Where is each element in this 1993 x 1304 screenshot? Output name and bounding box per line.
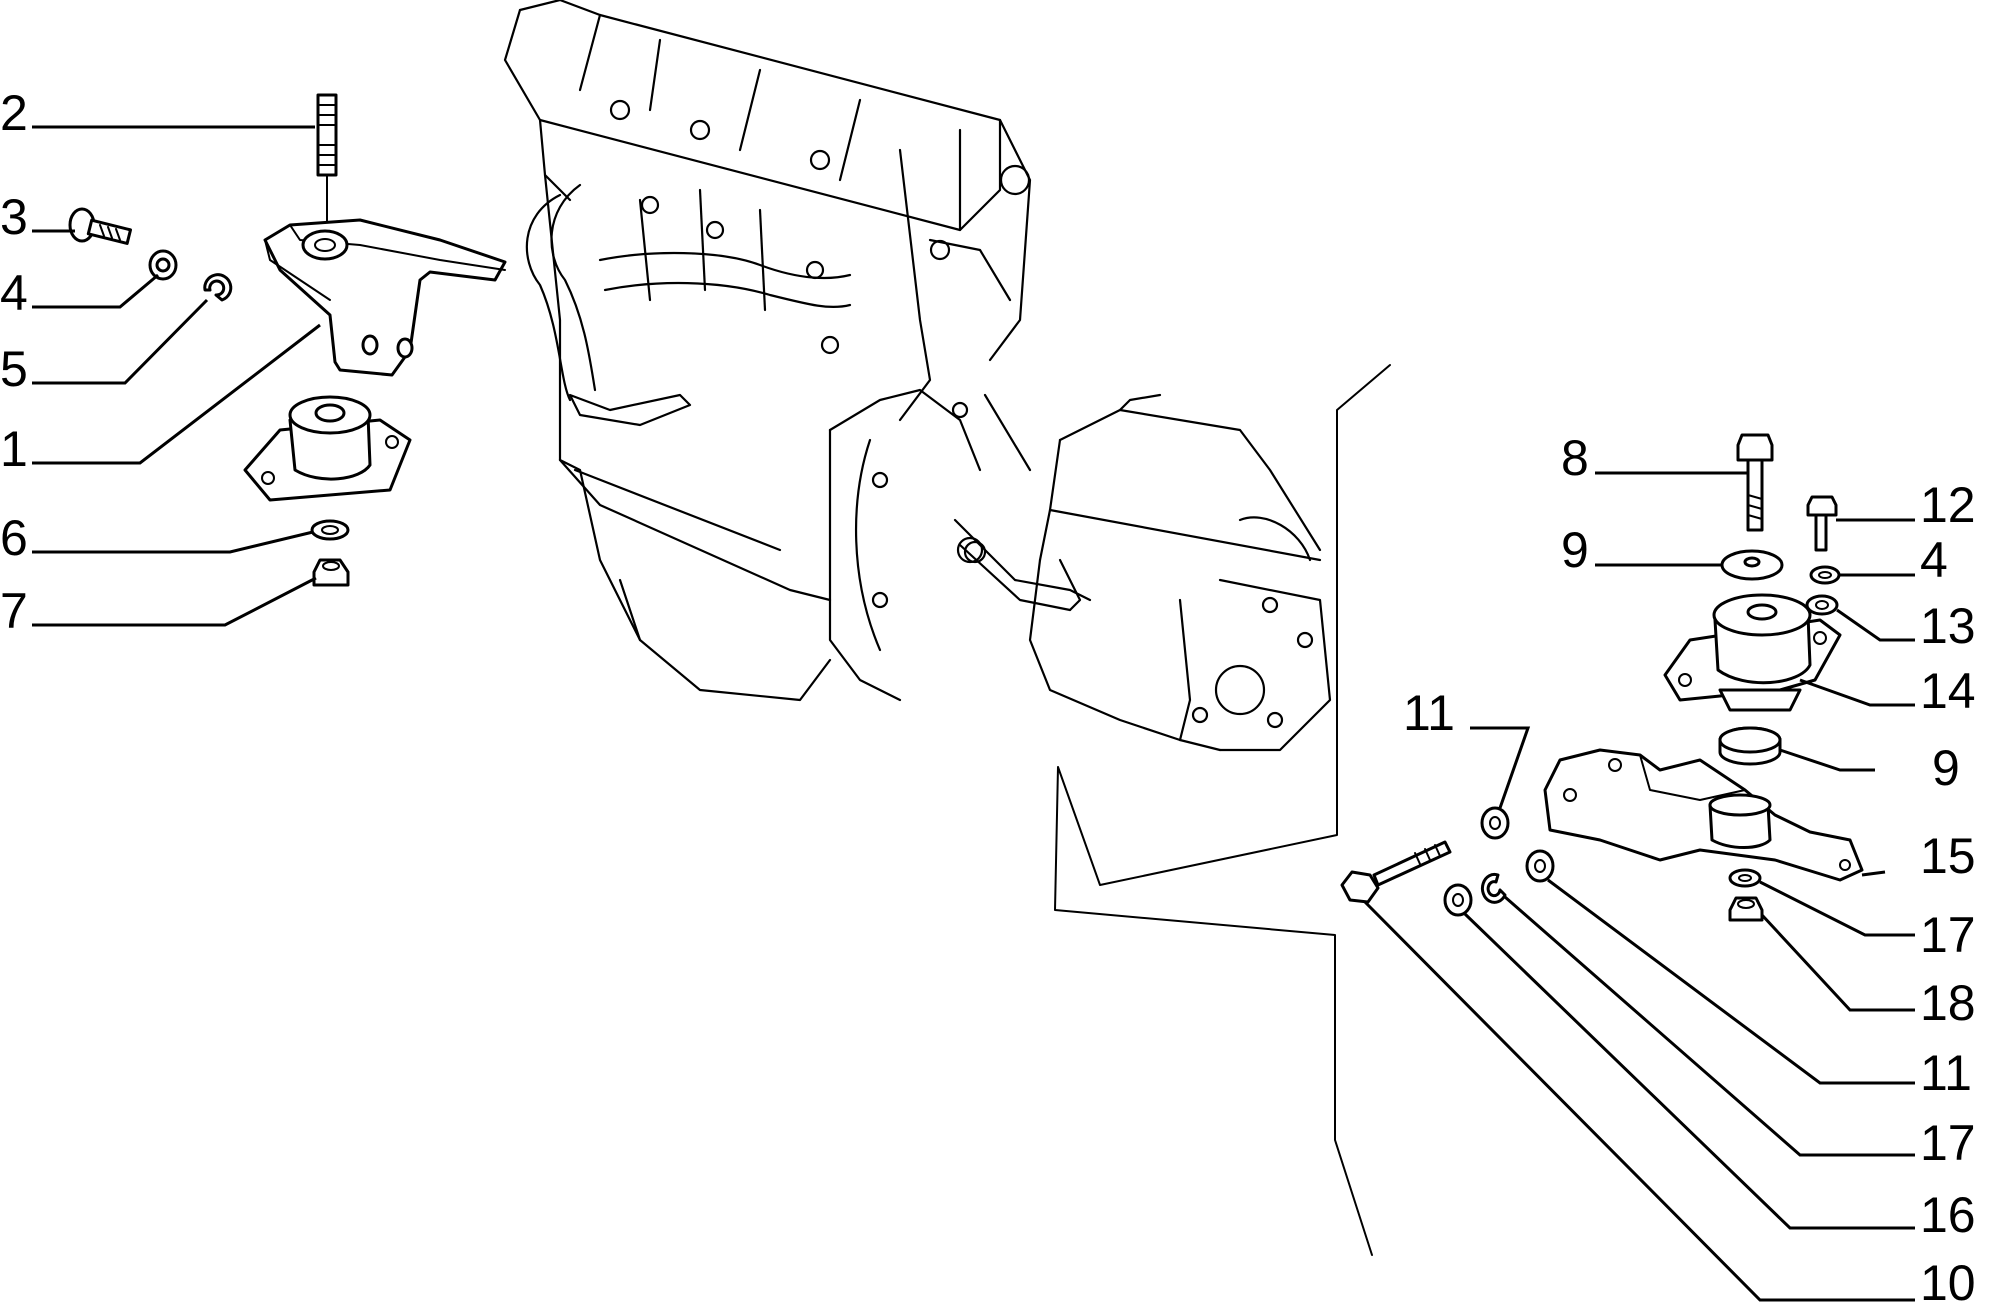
bolt-3	[68, 207, 133, 245]
callout-3: 3	[0, 189, 28, 245]
split-washer-6	[310, 519, 350, 541]
callout-8: 8	[1561, 430, 1589, 486]
stud-2	[316, 93, 338, 226]
rubber-mount-left	[243, 395, 412, 502]
split-washer-17-upper	[1728, 868, 1762, 888]
split-washer-4-right	[1809, 565, 1841, 585]
split-washer-5	[203, 273, 233, 302]
callout-18: 18	[1920, 975, 1976, 1031]
callout-labels: 2 3 4 5 1 6 7 8 9 12 4 13 14 11 9 15 17 …	[0, 85, 1976, 1304]
bracket-15	[1543, 748, 1864, 882]
bolt-8	[1736, 433, 1774, 532]
bolt-12	[1806, 495, 1838, 552]
nut-16	[1443, 883, 1473, 917]
washer-4-left	[148, 249, 178, 281]
callout-1: 1	[0, 421, 28, 477]
left-mount-parts	[68, 93, 507, 587]
callout-9-upper: 9	[1561, 522, 1589, 578]
washer-13	[1805, 594, 1839, 616]
rubber-mount-14	[1663, 593, 1842, 712]
leader-lines	[32, 125, 1915, 1302]
washer-11-upper	[1480, 806, 1510, 840]
bolt-10	[1340, 840, 1452, 904]
callout-14: 14	[1920, 663, 1976, 719]
nut-7	[312, 558, 350, 587]
callout-9-lower: 9	[1932, 740, 1960, 796]
callout-4-left: 4	[0, 265, 28, 321]
engine-gearbox-assembly	[503, 0, 1332, 752]
washer-11-lower	[1525, 849, 1555, 883]
washer-9-upper	[1720, 549, 1784, 581]
nut-18	[1728, 896, 1764, 922]
callout-4-right: 4	[1920, 532, 1948, 588]
callout-11-lower: 11	[1920, 1045, 1972, 1101]
bracket-1	[263, 218, 507, 377]
callout-7: 7	[0, 583, 28, 639]
callout-5: 5	[0, 341, 28, 397]
callout-15: 15	[1920, 828, 1976, 884]
callout-13: 13	[1920, 598, 1976, 654]
callout-10: 10	[1920, 1255, 1976, 1304]
callout-12: 12	[1920, 477, 1976, 533]
callout-17-lower: 17	[1920, 1115, 1976, 1171]
callout-6: 6	[0, 510, 28, 566]
callout-17-upper: 17	[1920, 907, 1976, 963]
washer-9-lower	[1718, 726, 1782, 766]
callout-16: 16	[1920, 1187, 1976, 1243]
right-mount-parts	[1340, 433, 1864, 922]
callout-2: 2	[0, 85, 28, 141]
assembly-divider-line	[1054, 364, 1391, 1256]
split-washer-17-lower	[1480, 872, 1507, 904]
callout-11-upper: 11	[1403, 685, 1455, 741]
